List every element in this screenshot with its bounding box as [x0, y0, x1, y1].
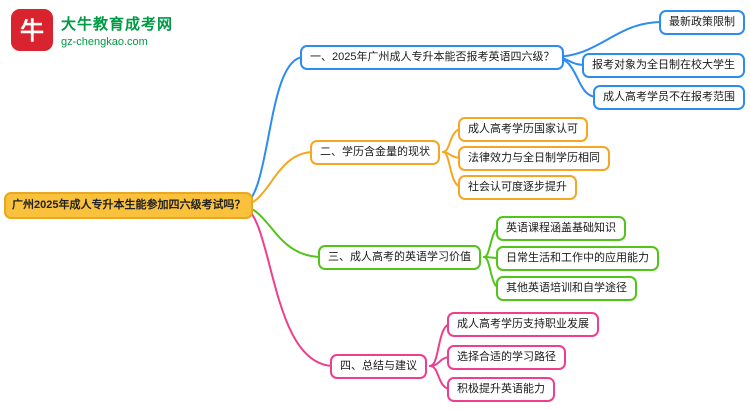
branch-3-child-2: 日常生活和工作中的应用能力 [496, 246, 659, 271]
branch-2-child-3: 社会认可度逐步提升 [458, 175, 577, 200]
branch-1-child-2: 报考对象为全日制在校大学生 [582, 53, 745, 78]
site-name: 大牛教育成考网 [61, 15, 174, 33]
connector-branch1-child1 [552, 21, 663, 58]
connector-root-branch4 [239, 205, 335, 367]
branch-2-child-1: 成人高考学历国家认可 [458, 117, 588, 142]
branch-1-topic: 一、2025年广州成人专升本能否报考英语四六级？ [300, 45, 565, 70]
branch-2-topic: 二、学历含金量的现状 [310, 140, 440, 165]
bull-glyph: 牛 [20, 18, 44, 45]
connector-root-branch1 [239, 56, 305, 207]
bull-logo-icon: 牛 [11, 9, 53, 51]
branch-3-child-3: 其他英语培训和自学途径 [496, 276, 637, 301]
site-logo[interactable]: 牛 大牛教育成考网 gz-chengkao.com [10, 8, 173, 52]
branch-1-child-1: 最新政策限制 [659, 10, 745, 35]
branch-4-child-2: 选择合适的学习路径 [447, 345, 566, 370]
branch-4-child-3: 积极提升英语能力 [447, 377, 555, 402]
branch-4-child-1: 成人高考学历支持职业发展 [447, 312, 599, 337]
mindmap-root-node: 广州2025年成人专升本生能参加四六级考试吗？ [4, 192, 254, 219]
branch-3-child-1: 英语课程涵盖基础知识 [496, 216, 626, 241]
branch-4-topic: 四、总结与建议 [330, 354, 427, 379]
branch-3-topic: 三、成人高考的英语学习价值 [318, 245, 481, 270]
site-domain: gz-chengkao.com [61, 35, 148, 48]
branch-2-child-2: 法律效力与全日制学历相同 [458, 146, 610, 171]
branch-1-child-3: 成人高考学员不在报考范围 [593, 85, 745, 110]
